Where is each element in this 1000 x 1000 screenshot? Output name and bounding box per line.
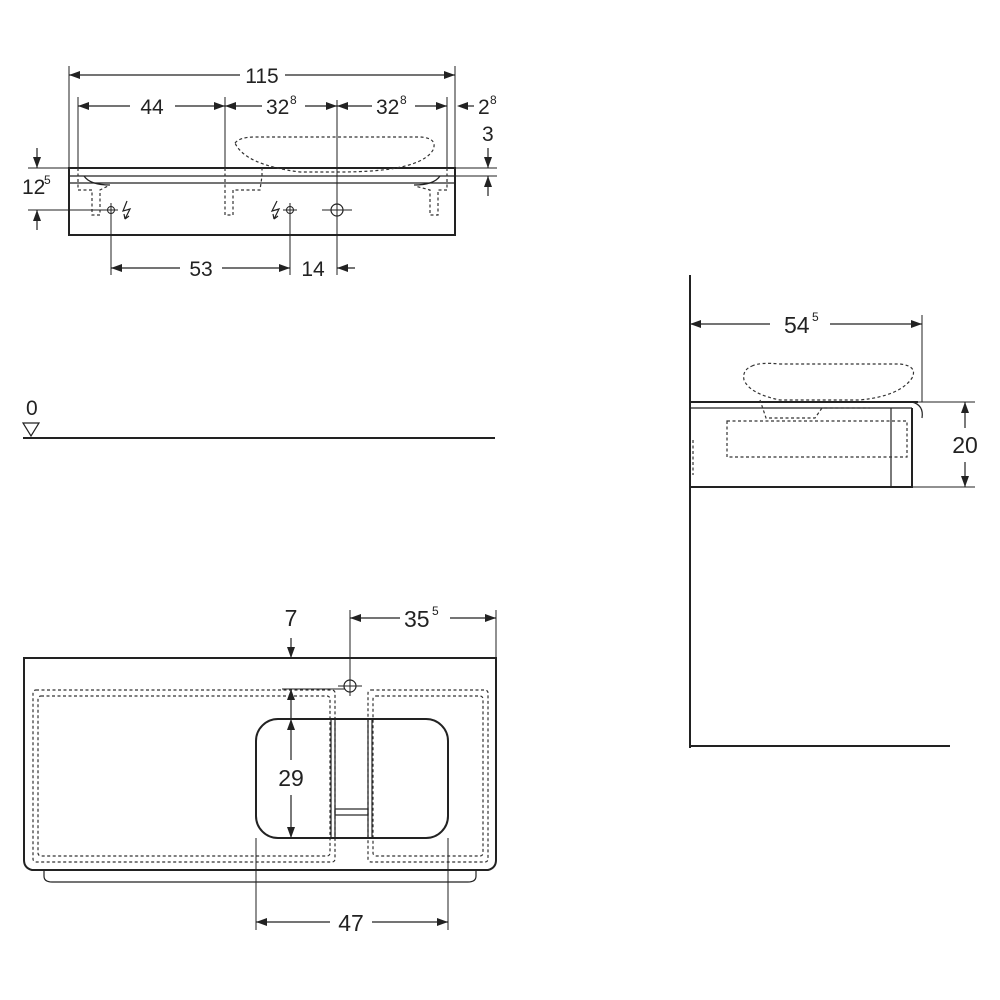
dim-top-right-offset-sup: 5 (432, 604, 439, 618)
dim-basin-right: 32 8 (337, 93, 447, 119)
tap-hole-symbol (338, 676, 362, 696)
dim-height: 12 5 (22, 148, 104, 230)
dim-right-edge: 2 8 (457, 93, 497, 119)
dim-total-width-label: 115 (245, 65, 278, 88)
front-bracket-left-a (77, 168, 109, 216)
dim-basin-width: 47 (255, 838, 449, 936)
side-countertop-lip (911, 401, 923, 419)
top-slot-drain (334, 808, 369, 816)
side-basin-hidden (743, 362, 915, 401)
side-drawer-hidden (726, 420, 908, 458)
front-bracket-left-b (224, 168, 263, 216)
outlet-crosshair-right (283, 203, 297, 217)
side-basin-drain-hidden (759, 399, 870, 419)
dim-side-height: 20 (912, 401, 978, 488)
top-right-compartment-inner (372, 695, 484, 857)
top-basin-outline (255, 718, 449, 839)
dim-side-depth-label: 54 (784, 312, 810, 338)
top-left-compartment-inner (37, 695, 331, 857)
dim-right-edge-sup: 8 (490, 93, 497, 107)
dim-basin-left: 32 8 (225, 93, 337, 119)
top-view: 7 35 5 29 (23, 604, 497, 936)
dim-tap-offset: 7 (285, 605, 298, 658)
dim-basin-depth-label: 29 (278, 765, 304, 791)
dim-right-edge-label: 2 (478, 96, 490, 119)
dim-side-depth-sup: 5 (812, 310, 819, 324)
top-countertop-outline (23, 657, 497, 871)
dim-basin-left-sup: 8 (290, 93, 297, 107)
front-basin-hidden (234, 136, 435, 173)
outlet-crosshair-left (104, 203, 118, 217)
electric-bolt-icon-left (121, 200, 132, 220)
dim-outlet-spacing: 53 (111, 258, 290, 281)
dim-side-height-label: 20 (952, 432, 978, 458)
front-shelf-curve-left (83, 175, 111, 186)
front-bracket-right-a (414, 168, 448, 216)
side-cabinet-outline (690, 408, 913, 488)
dim-height-label: 12 (22, 176, 45, 199)
electric-bolt-icon-right (270, 200, 281, 220)
floor-level-label: 0 (26, 397, 38, 420)
dim-side-depth: 54 5 (690, 310, 923, 402)
top-left-compartment (32, 689, 336, 863)
dim-outlet-spacing-label: 53 (189, 258, 212, 281)
dim-basin-right-label: 32 (376, 96, 399, 119)
dim-basin-depth: 29 (278, 688, 345, 838)
top-right-compartment (367, 689, 489, 863)
front-view: 115 44 32 8 32 8 (22, 65, 497, 281)
dim-top-thickness: 3 (455, 123, 497, 196)
floor-level: 0 (21, 397, 495, 439)
dim-basin-left-label: 32 (266, 96, 289, 119)
dim-top-right-offset: 35 5 (349, 604, 497, 676)
front-shelf-curve-right (413, 175, 441, 186)
dim-basin-width-label: 47 (338, 910, 364, 936)
dim-height-sup: 5 (44, 173, 51, 187)
dim-top-thickness-label: 3 (482, 123, 494, 146)
dim-basin-right-sup: 8 (400, 93, 407, 107)
dim-left-shelf: 44 (78, 96, 225, 119)
top-front-edge (43, 870, 477, 883)
dim-drain-offset-label: 14 (301, 258, 325, 281)
dim-drain-offset: 14 (301, 258, 355, 281)
floor-level-triangle-icon (21, 422, 41, 438)
side-view: 54 5 20 (689, 275, 978, 748)
dim-tap-offset-label: 7 (285, 605, 298, 631)
dim-top-right-offset-label: 35 (404, 606, 430, 632)
dim-total-width: 115 (69, 65, 455, 88)
dim-left-shelf-label: 44 (140, 96, 164, 119)
